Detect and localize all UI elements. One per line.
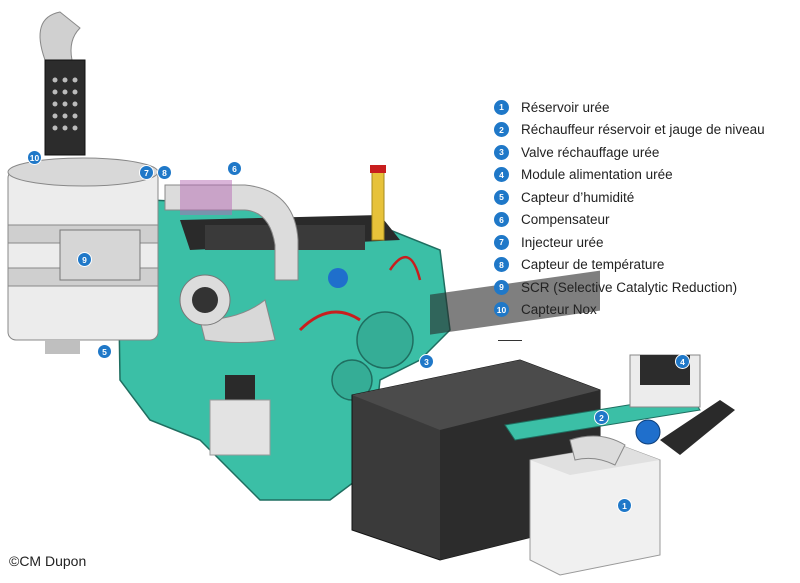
callout-6: 6 <box>227 161 242 176</box>
callout-9: 9 <box>77 252 92 267</box>
legend-label: Compensateur <box>521 212 610 228</box>
legend-number: 4 <box>494 167 509 183</box>
legend-number: 3 <box>494 144 509 160</box>
legend-item: 4 Module alimentation urée <box>494 164 794 187</box>
dipstick <box>370 165 386 241</box>
legend-number: 6 <box>494 212 509 228</box>
legend-item: 1 Réservoir urée <box>494 96 794 119</box>
callout-8: 8 <box>157 165 172 180</box>
legend-label: Valve réchauffage urée <box>521 144 660 160</box>
callout-3: 3 <box>419 354 434 369</box>
legend-number: 9 <box>494 279 509 295</box>
copyright: ©CM Dupon <box>9 553 87 569</box>
callout-4: 4 <box>675 354 690 369</box>
legend-item: 5 Capteur d’humidité <box>494 186 794 209</box>
legend-item: 8 Capteur de température <box>494 254 794 277</box>
compensator-pipe <box>164 180 299 343</box>
legend-number: 8 <box>494 257 509 273</box>
legend-item: 9 SCR (Selective Catalytic Reduction) <box>494 276 794 299</box>
urea-tank <box>529 435 661 576</box>
legend-number: 2 <box>494 122 509 138</box>
legend-number: 7 <box>494 234 509 250</box>
legend-item: 2 Réchauffeur réservoir et jauge de nivea… <box>494 119 794 142</box>
legend-number: 1 <box>494 99 509 115</box>
legend-divider <box>498 340 522 341</box>
legend-number: 10 <box>494 302 509 318</box>
legend-item: 6 Compensateur <box>494 209 794 232</box>
callout-1: 1 <box>617 498 632 513</box>
legend-label: Capteur Nox <box>521 302 597 318</box>
callout-2: 2 <box>594 410 609 425</box>
legend-item: 3 Valve réchauffage urée <box>494 141 794 164</box>
exhaust-stack <box>39 11 86 156</box>
legend-label: Injecteur urée <box>521 234 604 250</box>
urea-module <box>504 354 735 455</box>
callout-10: 10 <box>27 150 42 165</box>
legend-label: Réchauffeur réservoir et jauge de niveau <box>521 122 765 138</box>
legend-label: Module alimentation urée <box>521 167 673 183</box>
legend-label: Capteur d’humidité <box>521 189 635 205</box>
legend-label: Capteur de température <box>521 257 665 273</box>
callout-7: 7 <box>139 165 154 180</box>
legend-label: Réservoir urée <box>521 99 610 115</box>
callout-5: 5 <box>97 344 112 359</box>
legend-item: 10 Capteur Nox <box>494 299 794 322</box>
legend-label: SCR (Selective Catalytic Reduction) <box>521 279 738 295</box>
legend-number: 5 <box>494 189 509 205</box>
legend-item: 7 Injecteur urée <box>494 231 794 254</box>
legend: 1 Réservoir urée 2 Réchauffeur réservoir e… <box>494 96 794 321</box>
